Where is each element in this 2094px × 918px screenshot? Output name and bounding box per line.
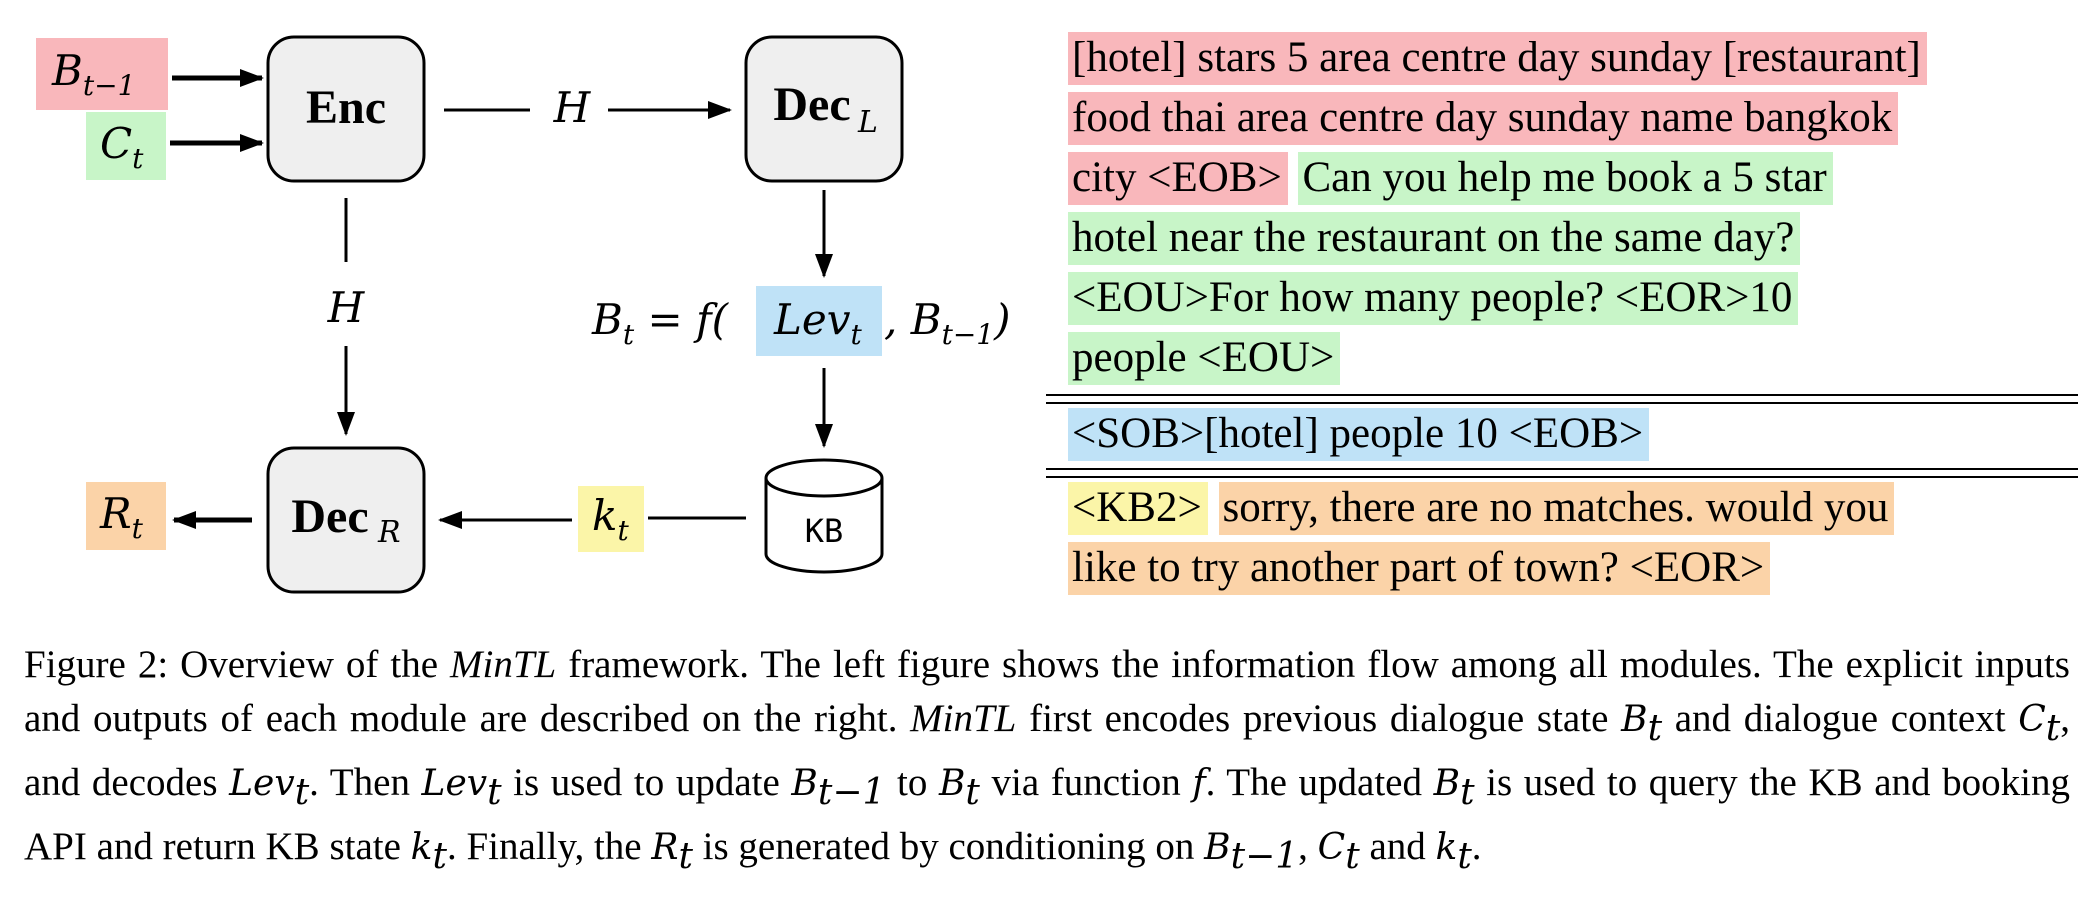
belief-update-formula: Bt = f(Levt, Bt−1) bbox=[591, 286, 1011, 356]
svg-text:Enc: Enc bbox=[306, 81, 386, 134]
svg-text:Dec: Dec bbox=[773, 78, 850, 131]
example-line-4: hotel near the restaurant on the same da… bbox=[1068, 208, 2078, 268]
svg-text:R: R bbox=[377, 515, 401, 550]
svg-text:KB: KB bbox=[805, 512, 844, 550]
c-t-label: Ct bbox=[86, 112, 166, 180]
dec-r-node: Dec R bbox=[266, 446, 426, 594]
example-line-1: [hotel] stars 5 area centre day sunday [… bbox=[1068, 28, 2078, 88]
svg-text:L: L bbox=[857, 105, 878, 140]
h-top-label: H bbox=[553, 83, 592, 132]
system-response: like to try another part of town? <EOR> bbox=[1068, 542, 1771, 595]
example-line-2: food thai area centre day sunday name ba… bbox=[1068, 88, 2078, 148]
svg-text:Bt = f(Levt, Bt−1): Bt = f(Levt, Bt−1) bbox=[591, 295, 1011, 351]
mintl-name: MinTL bbox=[450, 643, 557, 686]
svg-text:Ct: Ct bbox=[100, 119, 144, 175]
response-block: <KB2> sorry, there are no matches. would… bbox=[1068, 478, 1895, 598]
h-left-label: H bbox=[327, 283, 366, 332]
svg-text:Rt: Rt bbox=[99, 489, 144, 545]
prev-belief-state: city <EOB> bbox=[1068, 152, 1288, 205]
svg-text:Dec: Dec bbox=[291, 490, 368, 543]
dialogue-example: [hotel] stars 5 area centre day sunday [… bbox=[1068, 28, 2078, 388]
figure-caption: Figure 2: Overview of the MinTL framewor… bbox=[24, 643, 2070, 877]
kb-database: KB bbox=[764, 458, 884, 574]
lev-line: <SOB>[hotel] people 10 <EOB> bbox=[1068, 404, 1650, 464]
dialogue-context: people <EOU> bbox=[1068, 332, 1341, 385]
example-line-5: <EOU>For how many people? <EOR>10 bbox=[1068, 268, 2078, 328]
response-line-1: <KB2> sorry, there are no matches. would… bbox=[1068, 478, 1895, 538]
svg-text:kt: kt bbox=[592, 491, 629, 547]
enc-node: Enc bbox=[266, 35, 426, 183]
response-line-2: like to try another part of town? <EOR> bbox=[1068, 538, 1894, 598]
dialogue-context: Can you help me book a 5 star bbox=[1298, 152, 1833, 205]
mintl-name: MinTL bbox=[910, 697, 1017, 740]
k-t-label: kt bbox=[578, 486, 644, 552]
example-line-6: people <EOU> bbox=[1068, 328, 2078, 388]
example-line-3: city <EOB> Can you help me book a 5 star bbox=[1068, 148, 2078, 208]
double-rule-top bbox=[1046, 394, 2078, 404]
r-t-label: Rt bbox=[86, 482, 166, 550]
prev-belief-state: food thai area centre day sunday name ba… bbox=[1068, 92, 1899, 145]
dialogue-context: <EOU>For how many people? <EOR>10 bbox=[1068, 272, 1799, 325]
svg-text:Bt−1: Bt−1 bbox=[51, 46, 135, 102]
kb-state: <KB2> bbox=[1068, 482, 1208, 535]
dec-l-node: Dec L bbox=[744, 35, 904, 183]
dialogue-context: hotel near the restaurant on the same da… bbox=[1068, 212, 1801, 265]
prev-belief-state: [hotel] stars 5 area centre day sunday [… bbox=[1068, 32, 1927, 85]
system-response: sorry, there are no matches. would you bbox=[1218, 482, 1895, 535]
double-rule-bottom bbox=[1046, 468, 2078, 478]
levenshtein-belief: <SOB>[hotel] people 10 <EOB> bbox=[1068, 408, 1650, 461]
b-prev-label: Bt−1 bbox=[36, 38, 168, 110]
framework-diagram: Bt−1 Ct Enc H Dec L H Bt = f(Levt, Bt−1) bbox=[36, 35, 1011, 594]
